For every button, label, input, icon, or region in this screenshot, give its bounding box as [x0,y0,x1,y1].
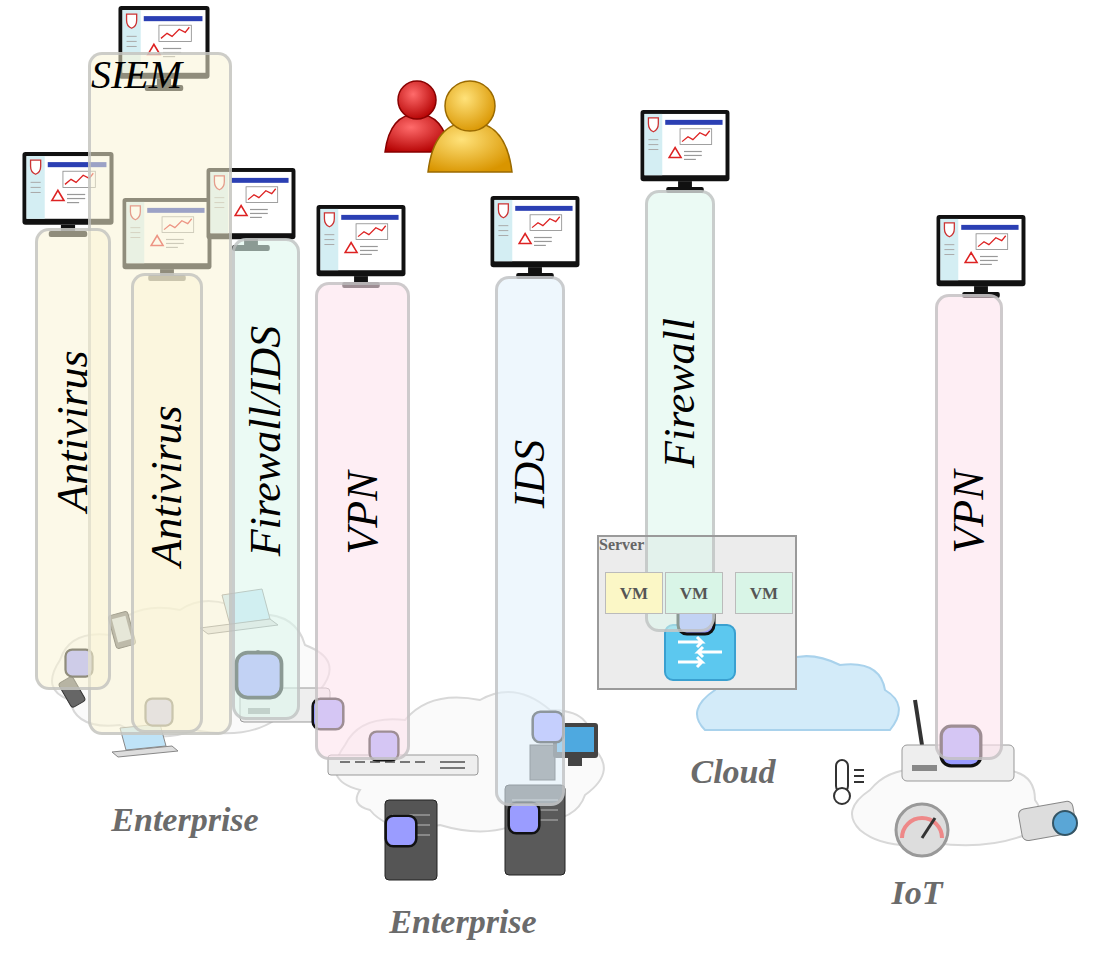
domain-label: Enterprise [389,905,536,939]
domain-label: Enterprise [111,803,258,837]
tool-name: VPN [340,471,384,554]
server-box: VM VM VM Server [597,535,797,690]
tool-name: SIEM [91,55,182,95]
security-tool-band: VPN [935,294,1003,760]
server-label: Server [599,537,644,553]
tool-name: Firewall/IDS [244,326,288,557]
tool-name: IDS [508,440,552,508]
tool-name: Antivirus [51,350,95,511]
security-tool-band: Firewall [645,190,715,632]
security-tool-band: IDS [495,276,565,806]
tool-name: Antivirus [145,405,189,566]
tool-name: Firewall [658,318,702,468]
users-icon [385,81,512,172]
security-tool-band: Firewall/IDS [232,238,300,720]
vm-box: VM [735,572,793,614]
tool-name: VPN [947,470,991,553]
security-tool-band: Antivirus [131,273,203,733]
security-tool-band: VPN [315,282,410,760]
vm-label: VM [680,585,708,602]
domain-label: IoT [892,876,943,910]
vm-label: VM [620,585,648,602]
vm-box: VM [665,572,723,614]
vm-box: VM [605,572,663,614]
domain-label: Cloud [690,755,775,789]
vm-label: VM [750,585,778,602]
security-tool-band: Antivirus [35,228,111,690]
